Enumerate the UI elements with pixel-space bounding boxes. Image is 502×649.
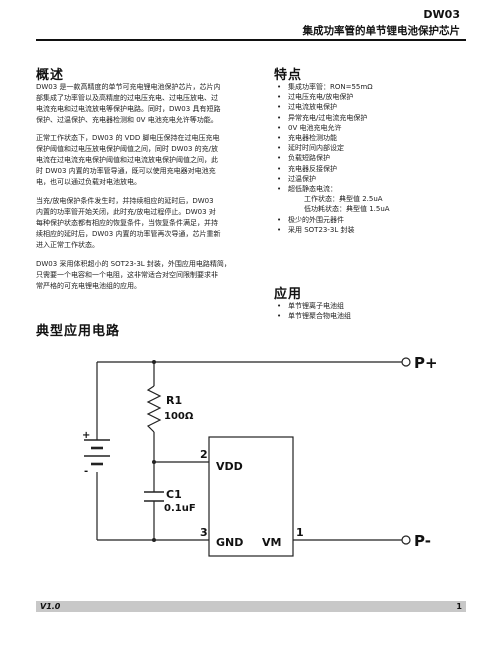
label-p-minus: P-: [414, 532, 431, 550]
label-battery-minus: -: [84, 466, 88, 477]
label-pin-vm-number: 1: [296, 526, 304, 539]
list-item: 极少的外围元器件: [274, 215, 469, 225]
list-item: 异常充电/过电流充电保护: [274, 113, 469, 123]
footer-page-number: 1: [456, 602, 462, 611]
list-item: 单节锂聚合物电池组: [274, 311, 469, 321]
overview-line: 只需要一个电容和一个电阻，这非常适合对空间限制要求非: [36, 271, 218, 279]
list-item: 集成功率管：RON=55mΩ: [274, 82, 469, 92]
overview-line: 内置的功率管开始关闭，此时充/放电过程停止。DW03 对: [36, 208, 216, 216]
terminal-p-plus: [401, 357, 411, 367]
header-title: 集成功率管的单节锂电池保护芯片: [302, 25, 461, 37]
list-item: 过电压充电/放电保护: [274, 92, 469, 102]
list-item: 过温保护: [274, 174, 469, 184]
overview-heading: 概述: [36, 68, 65, 83]
overview-paragraph-3: 当充/放电保护条件发生时，并持续相应的延时后，DW03 内置的功率管开始关闭，此时…: [36, 196, 251, 251]
overview-line: 每种保护状态都有相应的恢复条件，当恢复条件满足，并持: [36, 219, 218, 227]
overview-line: 当充/放电保护条件发生时，并持续相应的延时后，DW03: [36, 197, 214, 205]
overview-line: DW03 采用体积超小的 SOT23-3L 封装，外围应用电路精简，: [36, 260, 231, 268]
overview-line: 电流充电和过电流放电等保护电路。同时，DW03 具有短路: [36, 105, 221, 113]
list-item: 0V 电池充电允许: [274, 123, 469, 133]
overview-line: DW03 是一款高精度的单节可充电锂电池保护芯片，芯片内: [36, 83, 221, 91]
terminal-p-minus: [401, 535, 411, 545]
overview-line: 常严格的可充电锂电池组的应用。: [36, 282, 141, 290]
capacitor-c1: [144, 491, 164, 502]
list-item: 延时时间内部设定: [274, 143, 469, 153]
junction-dots: [152, 360, 156, 542]
list-item: 低功耗状态：典型值 1.5uA: [304, 205, 390, 214]
overview-line: 续相应的延时后，DW03 内置的功率管再次导通，芯片重新: [36, 230, 221, 238]
label-pin-gnd: GND: [216, 536, 243, 549]
list-item: 充电器反接保护: [274, 164, 469, 174]
overview-line: 时 DW03 内置的功率管导通，既可以使用充电器对电池充: [36, 167, 216, 175]
circuit-heading: 典型应用电路: [36, 324, 121, 339]
label-pin-gnd-number: 3: [200, 526, 208, 539]
label-pin-vdd: VDD: [216, 460, 243, 473]
ic-dw03-body: [208, 436, 294, 557]
applications-heading: 应用: [274, 287, 303, 302]
overview-paragraph-4: DW03 采用体积超小的 SOT23-3L 封装，外围应用电路精简， 只需要一个电…: [36, 259, 251, 292]
overview-line: 电流在过电流充电保护阈值和过电流放电保护阈值之间，此: [36, 156, 218, 164]
list-item: 采用 SOT23-3L 封装: [274, 225, 469, 235]
overview-line: 正常工作状态下，DW03 的 VDD 脚电压保持在过电压充电: [36, 134, 220, 142]
header-rule: [36, 39, 466, 41]
features-list: 集成功率管：RON=55mΩ过电压充电/放电保护过电流放电保护异常充电/过电流充…: [274, 82, 469, 235]
overview-paragraph-1: DW03 是一款高精度的单节可充电锂电池保护芯片，芯片内部集成了功率管以及高精度…: [36, 82, 251, 126]
overview-line: 电，也可以通过负载对电池放电。: [36, 178, 141, 186]
label-pin-vm: VM: [262, 536, 281, 549]
overview-line: 部集成了功率管以及高精度的过电压充电、过电压放电、过: [36, 94, 218, 102]
label-r1-value: 100Ω: [164, 411, 194, 422]
label-battery-plus: +: [82, 430, 90, 441]
battery-symbol: [84, 439, 110, 466]
label-c1-name: C1: [166, 488, 182, 501]
overview-line: 保护、过温保护、充电器检测和 0V 电池充电允许等功能。: [36, 116, 218, 124]
list-item: 超低静态电流：: [274, 184, 469, 194]
list-item: 过电流放电保护: [274, 102, 469, 112]
footer-version: V1.0: [40, 602, 61, 611]
list-item: 充电器检测功能: [274, 133, 469, 143]
overview-line: 保护阈值和过电压放电保护阈值之间，同时 DW03 的充/放: [36, 145, 219, 153]
list-item: 单节锂离子电池组: [274, 301, 469, 311]
list-item: 工作状态：典型值 2.5uA: [304, 195, 383, 204]
label-r1-name: R1: [166, 394, 182, 407]
list-item: 负载短路保护: [274, 153, 469, 163]
resistor-r1: [146, 385, 162, 433]
footer-bar: [36, 601, 466, 612]
features-heading: 特点: [274, 68, 303, 83]
label-p-plus: P+: [414, 354, 438, 372]
applications-list: 单节锂离子电池组单节锂聚合物电池组: [274, 301, 469, 322]
overview-paragraph-2: 正常工作状态下，DW03 的 VDD 脚电压保持在过电压充电保护阈值和过电压放电…: [36, 133, 251, 188]
label-c1-value: 0.1uF: [164, 503, 196, 514]
overview-line: 进入正常工作状态。: [36, 241, 99, 249]
label-pin-vdd-number: 2: [200, 448, 208, 461]
header-model: DW03: [423, 8, 460, 21]
